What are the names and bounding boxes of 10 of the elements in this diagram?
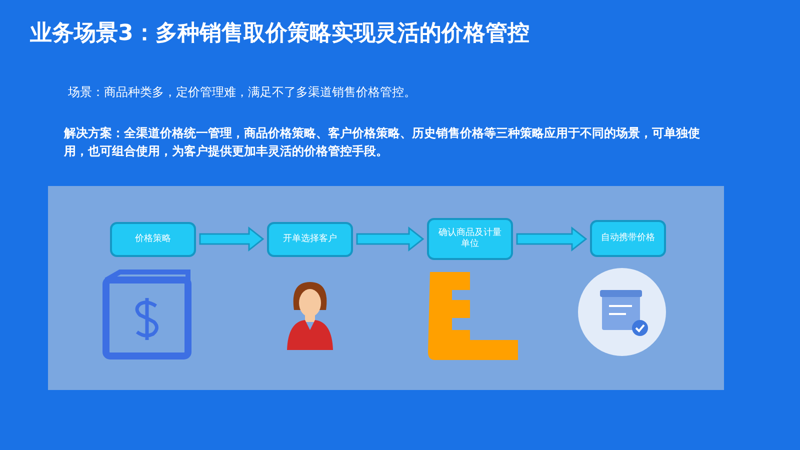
title: 业务场景3：多种销售取价策略实现灵活的价格管控 [30, 20, 530, 48]
block-arrow [516, 226, 588, 252]
block-arrow [199, 226, 264, 252]
process-box: 确认商品及计量单位 [427, 218, 513, 260]
block-arrow [356, 226, 424, 252]
scenario-text: 场景：商品种类多，定价管理难，满足不了多渠道销售价格管控。 [68, 84, 416, 101]
solution-text: 解决方案：全渠道价格统一管理，商品价格策略、客户价格策略、历史销售价格等三种策略应用于不同的场景，可单独使用，也可组合使用，为客户提供更加丰灵活的价格管控手段。 [64, 125, 701, 160]
process-box: 自动携带价格 [590, 220, 666, 257]
process-box: 开单选择客户 [267, 222, 353, 257]
process-box: 价格策略 [110, 222, 196, 257]
